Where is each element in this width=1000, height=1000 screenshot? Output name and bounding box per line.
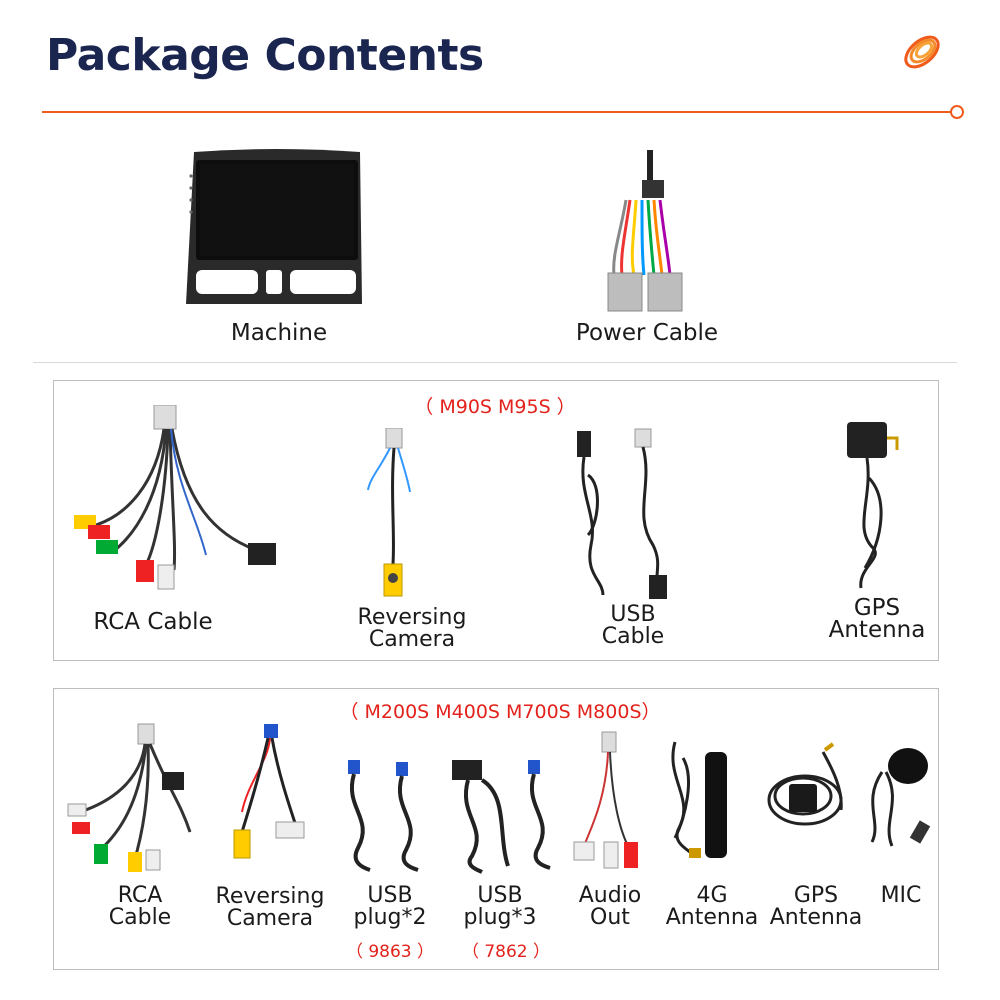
mic-label: MIC (880, 883, 922, 908)
gps-antenna-icon (763, 740, 855, 860)
rca-cable-label-line2: Cable (108, 905, 172, 930)
usb-cable-label: USB Cable (553, 604, 713, 648)
rca-cable-icon (60, 722, 200, 874)
audio-out-label-line2: Out (590, 905, 630, 930)
power-cable-icon (590, 145, 700, 315)
group1-models: （ M90S M95S ） (414, 396, 576, 418)
rca-cable-label-line1: RCA (117, 883, 163, 908)
reversing-camera-label-line2: Camera (368, 627, 456, 652)
gps-antenna-label-line2: Antenna (828, 617, 926, 643)
audio-out-label-line1: Audio (578, 883, 642, 908)
package-group-m90s (53, 380, 939, 661)
usb-plug-2-label: USB plug*2 (310, 885, 470, 929)
header-divider-dot (950, 105, 964, 119)
usb-plug-2-icon (344, 758, 434, 874)
usb-plug-2-label-line2: plug*2 (353, 905, 427, 930)
reversing-camera-label-line1: Reversing (357, 605, 467, 630)
audio-out-label: Audio Out (530, 885, 690, 929)
reversing-camera-label-line2: Camera (226, 906, 314, 931)
gps-antenna-label-line1: GPS (793, 883, 839, 908)
gps-antenna-icon (843, 418, 908, 593)
reversing-camera-label-line1: Reversing (215, 884, 325, 909)
reversing-camera-label: Reversing Camera (190, 886, 350, 930)
usb-plug-2-label-line1: USB (367, 883, 413, 908)
usb-cable-icon (573, 425, 688, 605)
group2-models: （ M200S M400S M700S M800S） (339, 701, 661, 723)
usb-cable-label-line2: Cable (601, 624, 665, 649)
usb-plug-3-label-line2: plug*3 (463, 905, 537, 930)
section-divider (33, 362, 957, 363)
gps-antenna-label-line1: GPS (853, 595, 901, 621)
rca-cable-label: RCA Cable (93, 609, 213, 635)
usb-plug-3-label-line1: USB (477, 883, 523, 908)
gps-antenna-label: GPS Antenna (797, 595, 957, 643)
rca-cable-icon (66, 405, 282, 600)
page-title: Package Contents (46, 30, 484, 81)
4g-antenna-icon (665, 738, 745, 862)
4g-antenna-label-line2: Antenna (665, 905, 759, 930)
reversing-camera-label: Reversing Camera (332, 607, 492, 651)
gps-antenna-label-line2: Antenna (769, 905, 863, 930)
reversing-camera-cable-icon (228, 722, 318, 872)
machine-label: Machine (230, 320, 328, 346)
package-group-m200s (53, 688, 939, 970)
header-divider (42, 111, 954, 113)
mic-icon (862, 742, 934, 854)
4g-antenna-label-line1: 4G (696, 883, 728, 908)
machine-icon (182, 146, 372, 310)
reversing-camera-cable-icon (360, 428, 440, 603)
usb-plug-3-icon (448, 756, 558, 874)
gps-antenna-label: GPS Antenna (736, 885, 896, 929)
4g-antenna-label: 4G Antenna (632, 885, 792, 929)
audio-out-cable-icon (570, 730, 650, 880)
rca-cable-label: RCA Cable (60, 885, 220, 929)
power-cable-label: Power Cable (575, 320, 719, 346)
usb-plug-3-label: USB plug*3 (420, 885, 580, 929)
usb-plug-2-code: （ 9863 ） (345, 942, 435, 962)
brand-logo-icon (898, 28, 946, 76)
usb-cable-label-line1: USB (610, 602, 656, 627)
usb-plug-3-code: （ 7862 ） (461, 942, 551, 962)
